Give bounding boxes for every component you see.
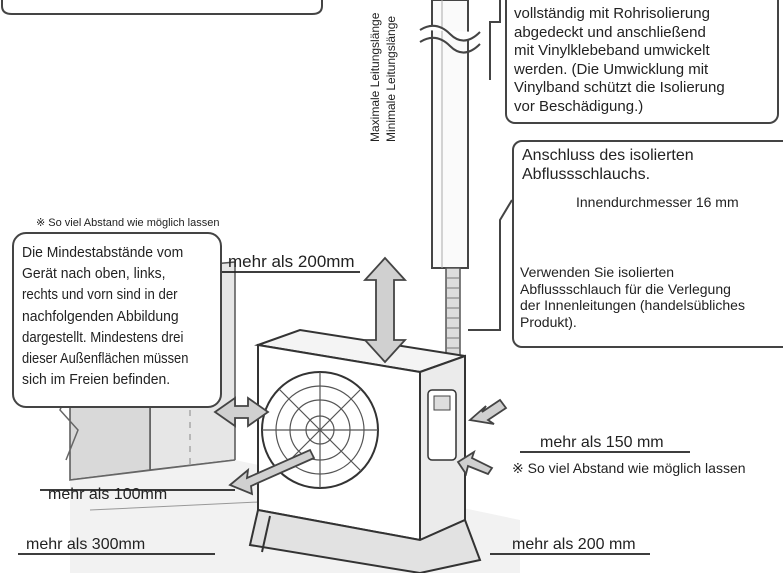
clearance-top-label: mehr als 200mm	[228, 252, 355, 271]
clearance-right-label: mehr als 150 mm	[540, 434, 664, 451]
drain-body-line: Produkt).	[520, 313, 577, 330]
clearance-line: nachfolgenden Abbildung	[22, 307, 179, 325]
arrow-right-upper	[467, 398, 508, 425]
clearance-line: Gerät nach oben, links,	[22, 265, 166, 283]
drain-body-line: Verwenden Sie isolierten	[520, 264, 675, 280]
leader-insulation	[489, 0, 501, 80]
arrow-right-lower	[456, 449, 494, 477]
clearance-note: Die Mindestabstände vom Gerät nach oben,…	[22, 242, 215, 390]
piping-column	[419, 0, 481, 369]
drain-title: Anschluss des isolierten Abflussschlauch…	[522, 146, 694, 184]
arrow-front	[228, 448, 316, 496]
arrow-top	[362, 256, 408, 364]
insulation-line: werden. (Die Umwicklung mit	[514, 60, 709, 78]
drain-body-line: der Innenleitungen (handelsübliches	[520, 297, 745, 313]
insulation-line: mit Vinylklebeband umwickelt	[514, 42, 710, 59]
insulation-line: vollständig mit Rohrisolierung	[514, 5, 710, 22]
clearance-line: sich im Freien befinden.	[22, 371, 171, 389]
arrow-left	[213, 396, 270, 428]
clearance-left-label: mehr als 100mm	[48, 486, 168, 503]
clearance-rear-label: mehr als 200 mm	[512, 536, 636, 553]
drain-title-line: Abflussschlauchs.	[522, 166, 651, 183]
outdoor-unit	[248, 328, 482, 573]
clearance-note-box	[12, 232, 222, 408]
drain-body-line: Abflussschlauch für die Verlegung	[520, 280, 731, 297]
insulation-line: vor Beschädigung.)	[514, 97, 644, 115]
clearance-line: rechts und vorn sind in der	[22, 286, 178, 304]
insulation-note-box	[505, 0, 779, 124]
drain-hose-box	[512, 140, 783, 348]
keep-space-note-right: ※ So viel Abstand wie möglich lassen	[512, 460, 746, 476]
clearance-line: dieser Außenflächen müssen	[22, 350, 189, 368]
inner-diameter-label: Innendurchmesser 16 mm	[576, 194, 739, 210]
max-length-label: Maximale Leitungslänge	[368, 12, 382, 142]
drain-body: Verwenden Sie isolierten Abflussschlauch…	[520, 264, 745, 330]
drain-title-line: Anschluss des isolierten	[522, 147, 694, 164]
leader-drain	[468, 199, 513, 331]
clearance-line: dargestellt. Mindestens drei	[22, 328, 184, 346]
insulation-line: Vinylband schützt die Isolierung	[514, 79, 725, 96]
clearance-front-label: mehr als 300mm	[26, 536, 146, 553]
keep-space-note-top: ※ So viel Abstand wie möglich lassen	[36, 217, 220, 229]
min-length-label: Minimale Leitungslänge	[384, 15, 398, 142]
insulation-note: vollständig mit Rohrisolierung abgedeckt…	[514, 5, 725, 116]
callout-box-fragment	[1, 0, 323, 15]
clearance-line: Die Mindestabstände vom	[22, 244, 184, 261]
insulation-line: abgedeckt und anschließend	[514, 23, 706, 41]
